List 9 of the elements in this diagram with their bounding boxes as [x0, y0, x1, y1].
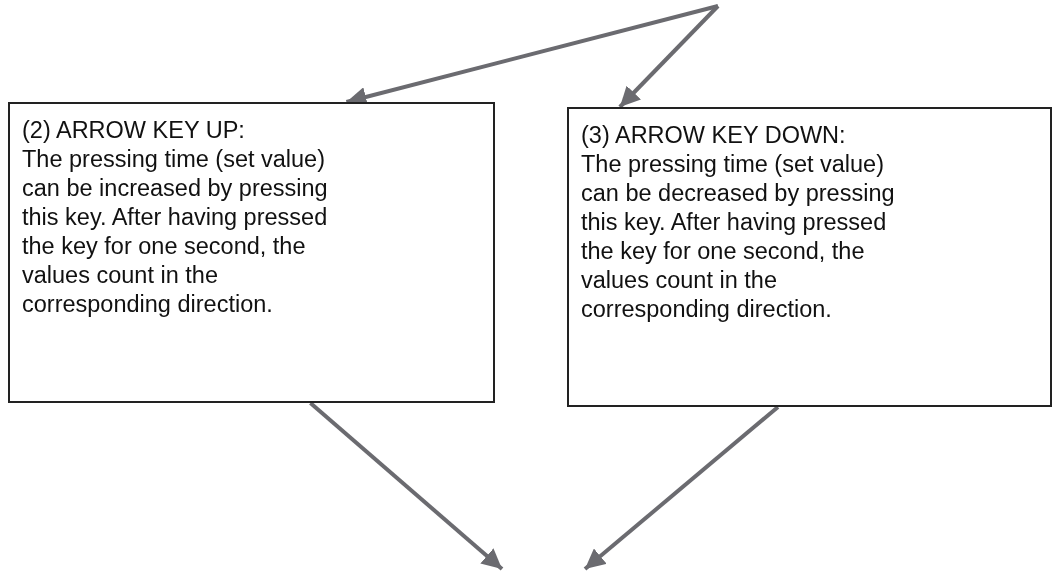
text-box	[567, 107, 1052, 407]
text-box	[8, 102, 495, 403]
key-heading: (3) ARROW KEY DOWN:	[581, 121, 847, 150]
arrow	[618, 4, 720, 109]
arrow	[309, 401, 504, 571]
key-heading: (2) ARROW KEY UP:	[22, 116, 246, 145]
key-description: The pressing time (set value) can be decreased by pressing this key. After having pressed the key for one second, the values count in the corresponding direction.	[581, 150, 896, 324]
arrow	[583, 405, 780, 571]
key-description: The pressing time (set value) can be increased by pressing this key. After having pressed the key for one second, the values count in the corresponding direction.	[22, 145, 329, 319]
